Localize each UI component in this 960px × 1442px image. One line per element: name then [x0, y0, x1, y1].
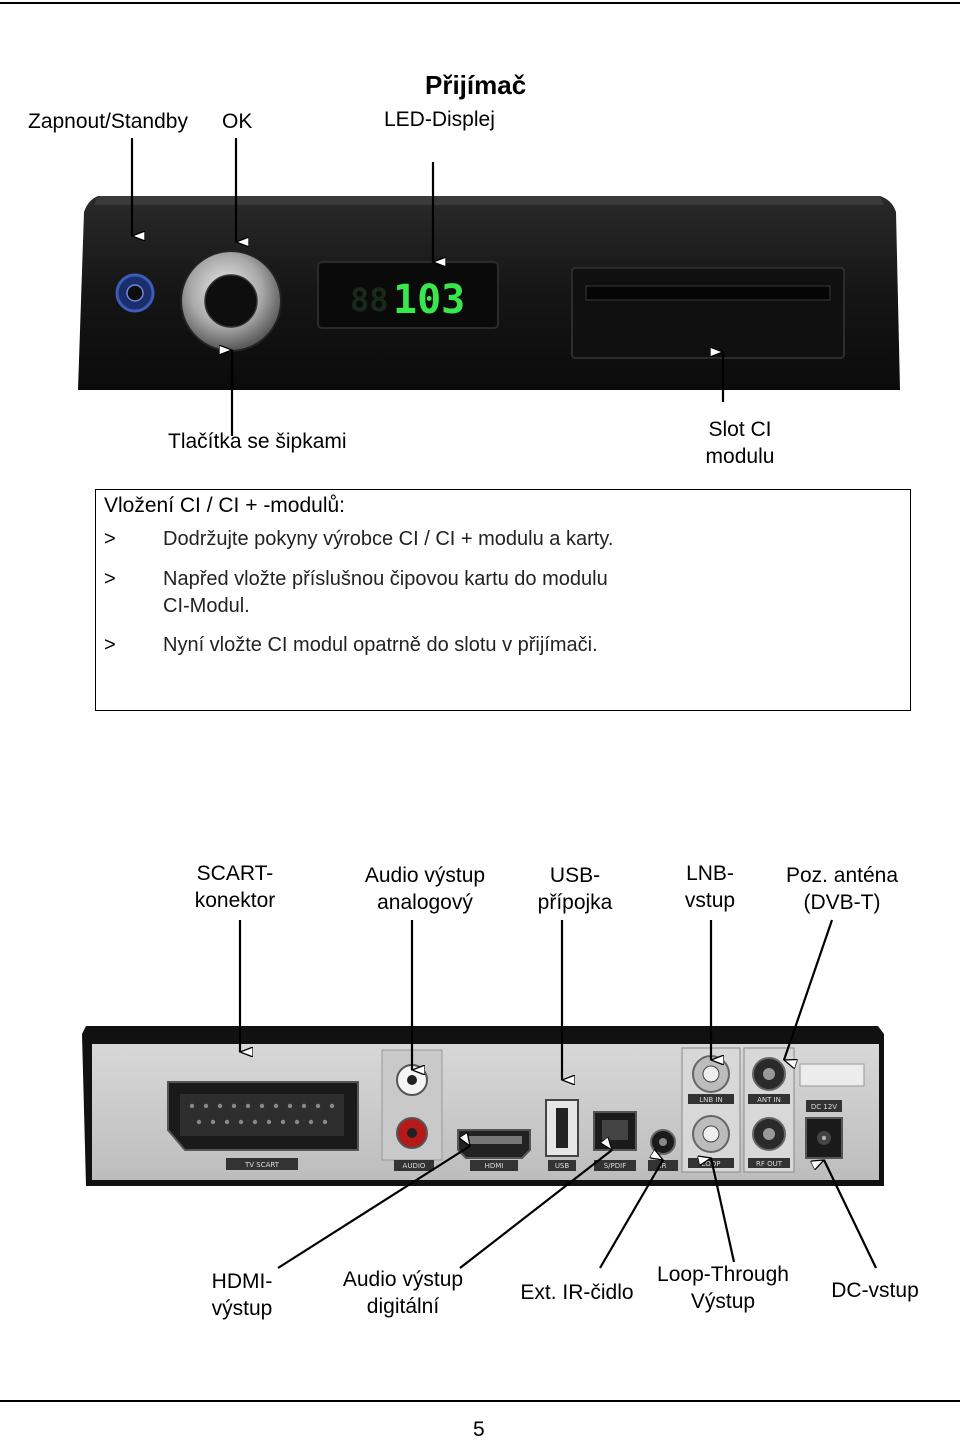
label-ci-slot-line1: Slot CI — [708, 418, 772, 441]
front-callout-arrows — [130, 138, 725, 436]
label-ir-sensor: Ext. IR-čidlo — [507, 1279, 647, 1306]
ir-port-icon: IR — [648, 1129, 678, 1171]
antenna-block-icon: ANT IN RF OUT — [743, 1047, 795, 1173]
arrow-dc — [824, 1160, 877, 1269]
label-usb: USB- přípojka — [515, 862, 635, 916]
label-dc-input: DC-vstup — [820, 1277, 930, 1304]
label-audio-digital-line1: Audio výstup — [342, 1268, 464, 1291]
dc-panel-label: DC 12V — [811, 1103, 837, 1111]
ir-panel-label: IR — [660, 1162, 667, 1170]
scart-connector-icon: TV SCART — [167, 1081, 359, 1170]
label-lnb: LNB- vstup — [665, 860, 755, 914]
audio-panel-label: AUDIO — [403, 1162, 426, 1170]
certification-label-icon — [799, 1063, 865, 1087]
led-display-digits: 103 — [393, 277, 465, 323]
info-item-3: Nyní vložte CI modul opatrně do slotu v … — [163, 634, 598, 656]
label-led-display: LED-Displej — [384, 108, 495, 131]
rf-out-panel-label: RF OUT — [756, 1160, 783, 1168]
label-loop-through-line1: Loop-Through — [657, 1263, 789, 1286]
page-number: 5 — [473, 1418, 485, 1441]
label-antenna: Poz. anténa (DVB-T) — [772, 862, 912, 916]
back-callout-arrows — [238, 919, 877, 1269]
ant-in-panel-label: ANT IN — [757, 1096, 781, 1104]
info-bullet: > — [104, 528, 116, 550]
label-audio-analog: Audio výstup analogový — [345, 862, 505, 916]
hdmi-panel-label: HDMI — [485, 1162, 504, 1170]
label-hdmi-line2: výstup — [211, 1297, 273, 1320]
ci-module-info-box: Vložení CI / CI + -modulů: > Dodržujte p… — [95, 489, 911, 711]
info-title: Vložení CI / CI + -modulů: — [104, 494, 346, 517]
label-ci-slot: Slot CI modulu — [690, 416, 790, 470]
svg-text:88: 88 — [350, 281, 389, 319]
arrow-antenna — [784, 919, 834, 1060]
info-item-1: Dodržujte pokyny výrobce CI / CI + modul… — [163, 528, 614, 550]
label-audio-digital-line2: digitální — [366, 1295, 440, 1318]
label-lnb-line1: LNB- — [686, 862, 734, 885]
label-audio-digital: Audio výstup digitální — [328, 1266, 478, 1320]
label-hdmi-line1: HDMI- — [211, 1270, 273, 1293]
label-loop-through-line2: Výstup — [690, 1290, 756, 1313]
label-usb-line2: přípojka — [537, 891, 613, 914]
label-scart-line2: konektor — [194, 889, 276, 912]
label-ir-sensor-line1: Ext. IR-čidlo — [520, 1281, 634, 1304]
lnb-in-panel-label: LNB IN — [699, 1096, 722, 1104]
spdif-port-icon: S/PDIF — [593, 1111, 637, 1171]
label-lnb-line2: vstup — [684, 889, 736, 912]
label-arrow-keys: Tlačítka se šipkami — [168, 430, 347, 453]
ci-slot-icon — [571, 267, 845, 359]
dc-jack-icon — [805, 1117, 843, 1159]
scart-panel-label: TV SCART — [244, 1161, 280, 1169]
usb-port-icon: USB — [545, 1099, 579, 1171]
arrow-ir — [599, 1160, 663, 1269]
info-item-2-line1: Napřed vložte příslušnou čipovou kartu d… — [163, 568, 608, 590]
label-scart: SCART- konektor — [170, 860, 300, 914]
usb-panel-label: USB — [555, 1162, 570, 1170]
arrow-spdif — [459, 1150, 612, 1269]
label-antenna-line2: (DVB-T) — [803, 891, 881, 914]
arrow-loop — [711, 1158, 736, 1263]
top-rule — [0, 2, 960, 4]
label-antenna-line1: Poz. anténa — [785, 864, 899, 887]
label-loop-through: Loop-Through Výstup — [648, 1261, 798, 1315]
info-bullet: > — [104, 634, 116, 656]
arrow-hdmi — [277, 1146, 470, 1269]
lnb-block-icon: LNB IN LOOP — [681, 1047, 741, 1173]
label-hdmi: HDMI- výstup — [192, 1268, 292, 1322]
led-display-window — [317, 261, 499, 329]
info-item-2-line2: CI-Modul. — [163, 595, 250, 617]
label-ok: OK — [222, 110, 253, 133]
label-power-standby: Zapnout/Standby — [28, 110, 188, 133]
info-bullet: > — [104, 568, 116, 590]
page-title: Přijímač — [425, 70, 527, 100]
receiver-back-panel: TV SCART AUDIO HDMI USB — [82, 1026, 884, 1186]
label-dc-input-line1: DC-vstup — [831, 1279, 919, 1302]
bottom-rule — [0, 1400, 960, 1402]
hdmi-port-icon: HDMI — [457, 1129, 531, 1171]
label-scart-line1: SCART- — [196, 862, 274, 885]
label-audio-analog-line2: analogový — [377, 891, 473, 914]
receiver-front-panel: 88 103 — [78, 196, 900, 390]
label-audio-analog-line1: Audio výstup — [364, 864, 486, 887]
label-ci-slot-line2: modulu — [705, 445, 775, 468]
ok-button-icon — [204, 274, 258, 328]
label-usb-line1: USB- — [549, 864, 601, 887]
spdif-panel-label: S/PDIF — [604, 1162, 627, 1170]
